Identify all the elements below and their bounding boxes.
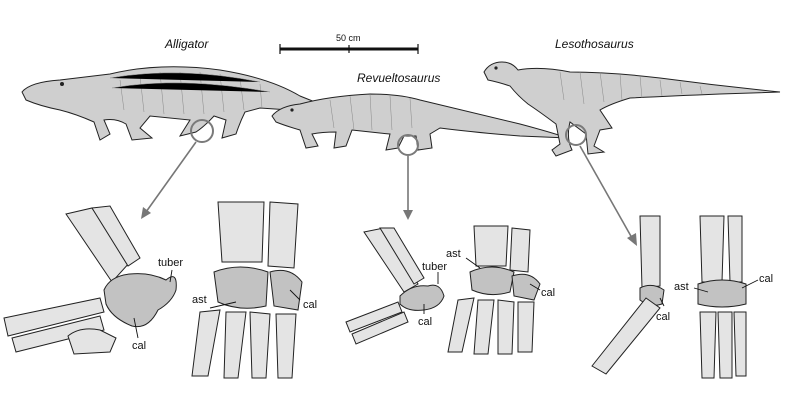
leader-cal-alligator-anterior — [289, 289, 301, 301]
revueltosaurus-ankle-anterior-view — [447, 225, 541, 355]
label-cal-alligator: cal — [132, 340, 146, 352]
leader-cal-alligator — [133, 317, 139, 339]
scale-bar-label: 50 cm — [336, 33, 361, 43]
leader-cal-lesothosaurus-anterior — [741, 279, 759, 289]
taxon-label-alligator: Alligator — [164, 37, 209, 51]
label-cal-lesothosaurus: cal — [656, 311, 670, 323]
revueltosaurus-illustration — [271, 93, 569, 151]
leader-cal-revueltosaurus-anterior — [529, 283, 541, 291]
alligator-ankle-lateral-view — [3, 205, 177, 355]
revueltosaurus-ankle-lateral-view — [345, 227, 445, 345]
label-ast-revueltosaurus: ast — [446, 248, 461, 260]
taxon-label-lesothosaurus: Lesothosaurus — [555, 37, 634, 51]
label-tuber-alligator: tuber — [158, 257, 183, 269]
leader-ast-alligator — [209, 301, 237, 309]
ankle-highlight-alligator — [190, 119, 214, 143]
ankle-highlight-lesothosaurus — [565, 124, 587, 146]
lesothosaurus-illustration — [483, 61, 781, 157]
lesothosaurus-ankle-lateral-view — [591, 215, 665, 375]
label-cal-lesothosaurus-anterior: cal — [759, 273, 773, 285]
ankle-highlight-revueltosaurus — [397, 134, 419, 156]
label-tuber-revueltosaurus: tuber — [422, 261, 447, 273]
label-cal-revueltosaurus-anterior: cal — [541, 287, 555, 299]
arrow-revueltosaurus — [403, 156, 413, 220]
label-cal-revueltosaurus: cal — [418, 316, 432, 328]
lesothosaurus-ankle-anterior-view — [697, 215, 747, 379]
arrow-lesothosaurus — [579, 145, 637, 246]
leader-cal-lesothosaurus — [659, 297, 665, 307]
label-ast-alligator: ast — [192, 294, 207, 306]
leader-tuber-alligator — [169, 269, 173, 283]
label-ast-lesothosaurus: ast — [674, 281, 689, 293]
arrow-alligator — [141, 141, 197, 219]
alligator-ankle-anterior-view — [191, 201, 303, 379]
scale-bar — [279, 44, 419, 54]
leader-ast-revueltosaurus — [465, 257, 481, 269]
alligator-illustration — [21, 66, 332, 141]
taxon-label-revueltosaurus: Revueltosaurus — [357, 71, 440, 85]
label-cal-alligator-anterior: cal — [303, 299, 317, 311]
leader-ast-lesothosaurus — [693, 287, 709, 293]
